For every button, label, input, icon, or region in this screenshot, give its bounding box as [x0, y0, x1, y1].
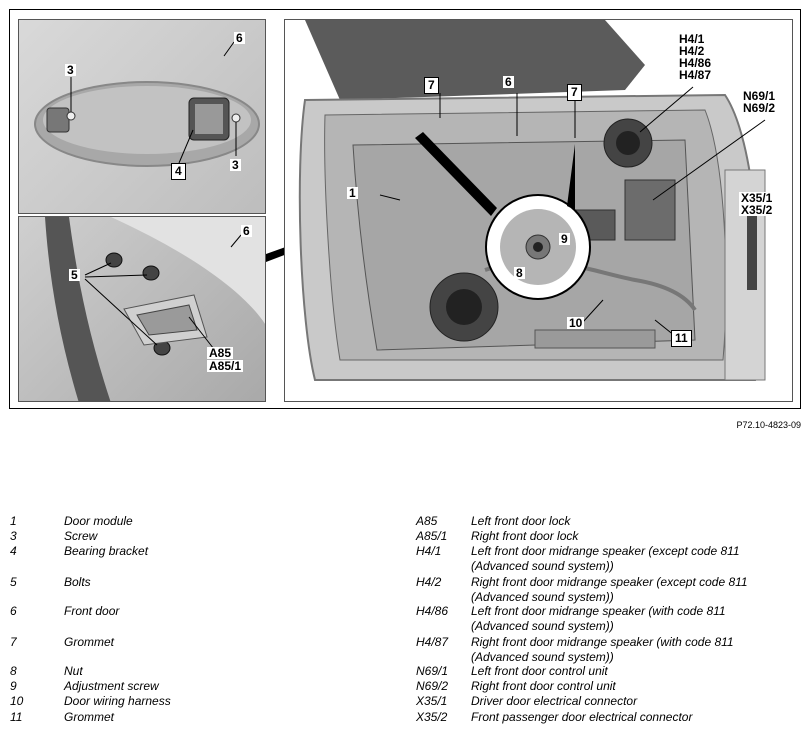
callout-8: 8 — [514, 266, 525, 280]
callout-10: 10 — [567, 316, 585, 330]
callout-x35: X35/1 X35/2 — [739, 191, 775, 217]
door-lock-illustration — [45, 217, 265, 401]
callout-7: 7 — [424, 77, 439, 94]
callout-4: 4 — [171, 163, 186, 180]
door-module-illustration — [298, 20, 766, 381]
callout-7: 7 — [567, 84, 582, 101]
callout-3: 3 — [230, 158, 241, 172]
door-handle-illustration — [34, 41, 260, 167]
callout-1: 1 — [347, 186, 358, 200]
callout-a85-1: A85/1 — [207, 359, 244, 373]
callout-a85: A85 — [207, 346, 234, 360]
figure-reference: P72.10-4823-09 — [736, 420, 801, 430]
callout-9: 9 — [559, 232, 570, 246]
diagram-figure: 6 3 4 3 6 5 A85 A85/1 — [9, 9, 801, 409]
panel-door-lock: 6 5 A85 A85/1 — [18, 216, 266, 402]
callout-h4: H4/1 H4/2 H4/86 H4/87 — [677, 32, 714, 82]
callout-11: 11 — [671, 330, 692, 347]
callout-6: 6 — [234, 31, 245, 45]
callout-6: 6 — [503, 75, 514, 89]
panel-door-handle: 6 3 4 3 — [18, 19, 266, 214]
callout-6: 6 — [241, 224, 252, 238]
callout-3: 3 — [65, 63, 76, 77]
callout-5: 5 — [69, 268, 80, 282]
panel-door-module: 7 6 7 H4/1 H4/2 H4/86 H4/87 N69/1 N69/2 … — [284, 19, 793, 402]
callout-n69: N69/1 N69/2 — [741, 89, 778, 115]
